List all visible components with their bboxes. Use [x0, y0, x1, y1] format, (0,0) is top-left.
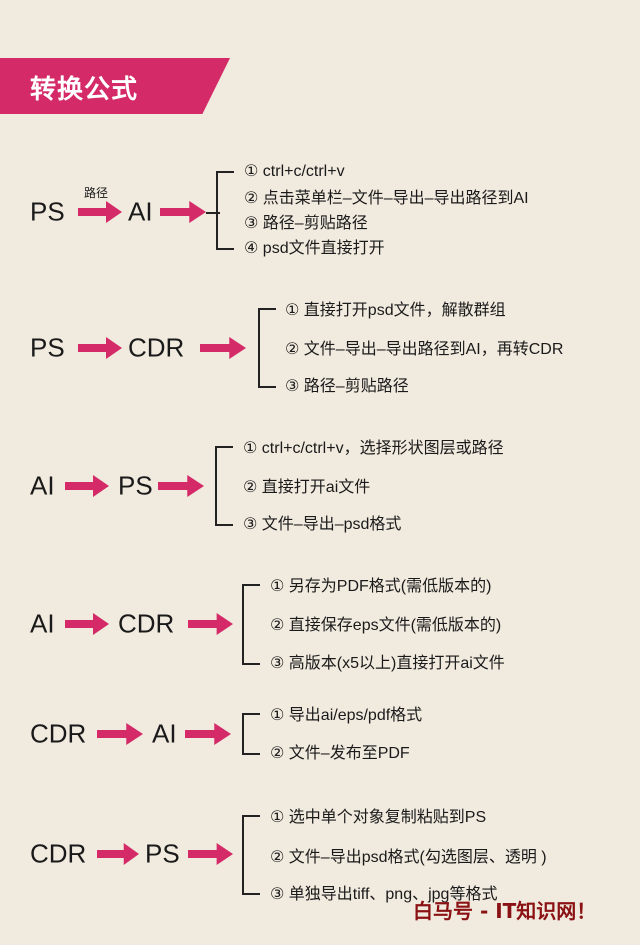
arrow-icon — [188, 613, 233, 635]
list-item: ② 直接打开ai文件 — [243, 479, 371, 496]
list-item: ③ 单独导出tiff、png、jpg等格式 — [270, 886, 498, 903]
list-item: ① 另存为PDF格式(需低版本的) — [270, 578, 492, 595]
arrow-icon — [160, 201, 206, 223]
bracket — [242, 815, 260, 895]
arrow-icon — [65, 613, 109, 635]
title-banner: 转换公式 — [0, 58, 230, 114]
arrow-icon — [78, 201, 122, 223]
to-node: CDR — [118, 608, 175, 639]
watermark: 白马号 - IT知识网！ — [413, 899, 597, 923]
bracket — [242, 713, 260, 755]
arrow-icon — [97, 843, 139, 865]
arrow-icon — [78, 337, 122, 359]
from-node: PS — [30, 196, 65, 227]
bracket-stub — [206, 212, 220, 214]
list-item: ③ 路径–剪贴路径 — [244, 215, 368, 232]
list-item: ① ctrl+c/ctrl+v，选择形状图层或路径 — [243, 440, 504, 457]
to-node: AI — [152, 718, 177, 749]
from-node: AI — [30, 608, 55, 639]
list-item: ② 文件–导出psd格式(勾选图层、透明 ) — [270, 849, 547, 866]
arrow-icon — [188, 843, 233, 865]
bracket — [216, 171, 234, 250]
bracket — [215, 446, 233, 526]
page-title: 转换公式 — [30, 75, 139, 105]
arrow-icon — [185, 723, 231, 745]
to-node: CDR — [128, 332, 185, 363]
from-node: AI — [30, 470, 55, 501]
arrow-icon — [158, 475, 204, 497]
arrow-label: 路径 — [84, 186, 109, 200]
to-node: PS — [145, 838, 180, 869]
list-item: ③ 文件–导出–psd格式 — [243, 516, 402, 533]
list-item: ② 文件–发布至PDF — [270, 745, 410, 762]
list-item: ② 点击菜单栏–文件–导出–导出路径到AI — [244, 190, 529, 207]
list-item: ③ 路径–剪贴路径 — [285, 378, 409, 395]
from-node: CDR — [30, 718, 87, 749]
bracket — [258, 308, 276, 388]
arrow-icon — [97, 723, 143, 745]
list-item: ③ 高版本(x5以上)直接打开ai文件 — [270, 655, 505, 672]
to-node: PS — [118, 470, 153, 501]
from-node: PS — [30, 332, 65, 363]
list-item: ④ psd文件直接打开 — [244, 240, 385, 257]
list-item: ② 文件–导出–导出路径到AI，再转CDR — [285, 341, 564, 358]
to-node: AI — [128, 196, 153, 227]
list-item: ① ctrl+c/ctrl+v — [244, 163, 345, 180]
bracket — [242, 584, 260, 665]
arrow-icon — [65, 475, 109, 497]
list-item: ① 选中单个对象复制粘贴到PS — [270, 809, 487, 826]
arrow-icon — [200, 337, 246, 359]
from-node: CDR — [30, 838, 87, 869]
list-item: ② 直接保存eps文件(需低版本的) — [270, 617, 502, 634]
list-item: ① 直接打开psd文件，解散群组 — [285, 302, 506, 319]
list-item: ① 导出ai/eps/pdf格式 — [270, 707, 423, 724]
